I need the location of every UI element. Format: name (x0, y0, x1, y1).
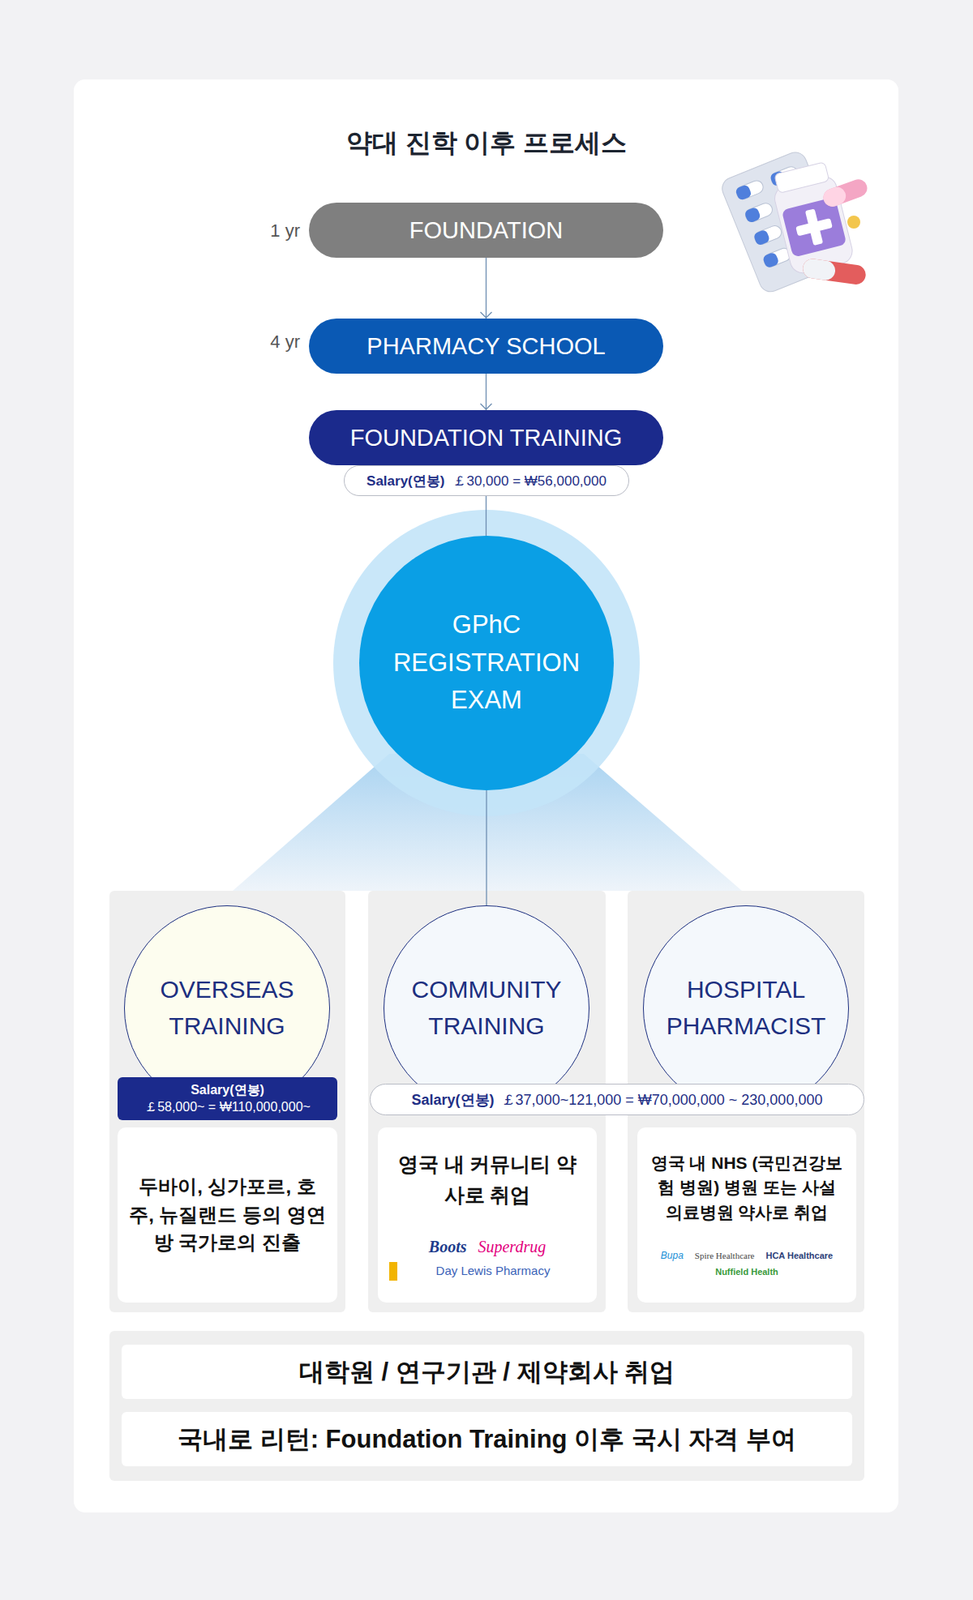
node-text: HOSPITAL PHARMACIST (643, 971, 849, 1045)
outer-ring (333, 510, 640, 817)
connector (486, 790, 488, 906)
logo-text: Spire Healthcare (694, 1250, 755, 1264)
description-box: 두바이, 싱가포르, 호주, 뉴질랜드 등의 영연방 국가로의 진출 (117, 1127, 338, 1304)
node-text: GPhC REGISTRATION EXAM (359, 606, 614, 721)
salary-badge: Salary(연봉) ￡37,000~121,000 = ₩70,000,000 … (369, 1084, 865, 1116)
node-text: 두바이, 싱가포르, 호주, 뉴질랜드 등의 영연방 국가로의 진출 (128, 1173, 326, 1258)
node-text: 대학원 / 연구기관 / 제약회사 취업 (299, 1355, 675, 1390)
salary-badge: Salary(연봉)￡58,000~ = ₩110,000,000~ (117, 1077, 338, 1121)
node-text: 영국 내 NHS (국민건강보험 병원) 병원 또는 사설 의료병원 약사로 취… (648, 1151, 845, 1226)
card (73, 79, 899, 1514)
node-text: FOUNDATION TRAINING (350, 424, 623, 452)
logo-text: Bupa (660, 1249, 684, 1264)
logo-text: Superdrug (477, 1234, 546, 1260)
connector (480, 257, 493, 319)
logo-row: Boots SuperdrugDay Lewis Pharmacy (389, 1234, 586, 1282)
diagram-title: 약대 진학 이후 프로세스 (0, 125, 973, 162)
panel (109, 1331, 865, 1482)
duration-label: 4 yr (235, 331, 301, 353)
process-pill: FOUNDATION TRAINING (308, 410, 664, 466)
connector (480, 373, 493, 411)
node-text: COMMUNITY TRAINING (384, 971, 589, 1045)
node-text: Salary(연봉) (190, 1082, 265, 1100)
outcome-bar: 국내로 리턴: Foundation Training 이후 국시 자격 부여 (121, 1412, 853, 1467)
node-text: FOUNDATION (409, 217, 564, 245)
pill-illustration (719, 149, 871, 296)
logo-text: HCA Healthcare (765, 1250, 833, 1264)
salary-badge: Salary(연봉) ￡30,000 = ₩56,000,000 (343, 465, 630, 497)
description-box: 영국 내 커뮤니티 약사로 취업 Boots SuperdrugDay Lewis … (377, 1127, 597, 1304)
exam-circle: GPhC REGISTRATION EXAM (359, 535, 614, 791)
duration-label: 1 yr (235, 220, 301, 242)
node-text: PHARMACY SCHOOL (366, 333, 605, 361)
track-circle: HOSPITAL PHARMACIST (642, 905, 849, 1112)
logo-text: ￡30,000 = ₩56,000,000 (452, 471, 607, 491)
node-text: Salary(연봉) (366, 471, 445, 491)
process-pill: FOUNDATION (308, 202, 664, 258)
logo-text: ￡58,000~ = ₩110,000,000~ (144, 1099, 311, 1117)
panel (109, 891, 346, 1313)
logo-text: ￡37,000~121,000 = ₩70,000,000 ~ 230,000,… (501, 1090, 823, 1111)
node-text: 국내로 리턴: Foundation Training 이후 국시 자격 부여 (177, 1423, 797, 1458)
node-text: 영국 내 커뮤니티 약사로 취업 (389, 1149, 586, 1211)
logo-text: Boots (428, 1234, 468, 1260)
node-text: Salary(연봉) (411, 1090, 495, 1111)
track-circle: COMMUNITY TRAINING (383, 905, 590, 1112)
node-text: OVERSEAS TRAINING (124, 971, 330, 1045)
description-box: 영국 내 NHS (국민건강보험 병원) 병원 또는 사설 의료병원 약사로 취… (637, 1127, 857, 1304)
process-pill: PHARMACY SCHOOL (308, 318, 664, 374)
logo-text: Day Lewis Pharmacy (389, 1262, 586, 1282)
logo-text: Nuffield Health (715, 1266, 779, 1280)
outcome-bar: 대학원 / 연구기관 / 제약회사 취업 (121, 1345, 853, 1400)
logo-row: Bupa Spire Healthcare HCA HealthcareNuffie… (648, 1249, 845, 1280)
